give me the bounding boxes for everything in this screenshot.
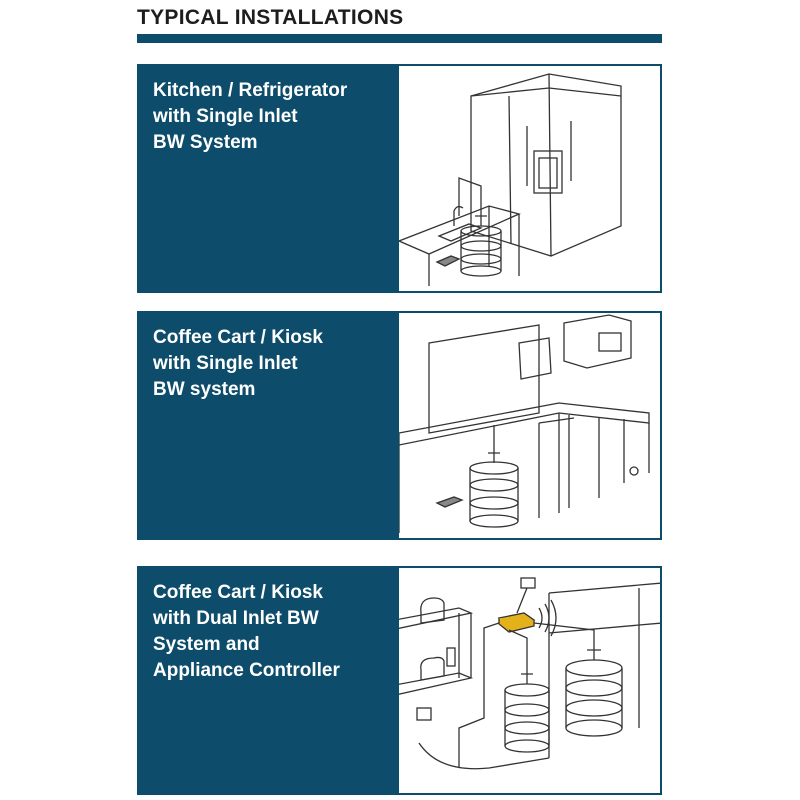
installation-panel-coffee-cart-single: Coffee Cart / Kiosk with Single Inlet BW…	[137, 311, 662, 540]
kitchen-installation-illustration	[399, 66, 660, 291]
caption-line: with Single Inlet	[153, 106, 298, 127]
coffee-cart-dual-inlet-illustration	[399, 568, 660, 793]
caption-line: with Dual Inlet BW	[153, 608, 319, 629]
caption-line: System and	[153, 634, 260, 655]
caption-line: Coffee Cart / Kiosk	[153, 327, 323, 348]
caption-line: BW System	[153, 132, 258, 153]
panel-caption: Kitchen / Refrigerator with Single Inlet…	[139, 66, 399, 291]
panel-caption: Coffee Cart / Kiosk with Dual Inlet BW S…	[139, 568, 399, 793]
caption-line: with Single Inlet	[153, 353, 298, 374]
panel-caption: Coffee Cart / Kiosk with Single Inlet BW…	[139, 313, 399, 538]
coffee-cart-single-inlet-illustration	[399, 313, 660, 538]
caption-line: Coffee Cart / Kiosk	[153, 582, 323, 603]
installation-panel-coffee-cart-dual: Coffee Cart / Kiosk with Dual Inlet BW S…	[137, 566, 662, 795]
caption-line: Appliance Controller	[153, 660, 340, 681]
heading-divider	[137, 34, 662, 43]
installation-panel-kitchen: Kitchen / Refrigerator with Single Inlet…	[137, 64, 662, 293]
page-title: TYPICAL INSTALLATIONS	[137, 6, 404, 29]
caption-line: BW system	[153, 379, 256, 400]
caption-line: Kitchen / Refrigerator	[153, 80, 348, 101]
